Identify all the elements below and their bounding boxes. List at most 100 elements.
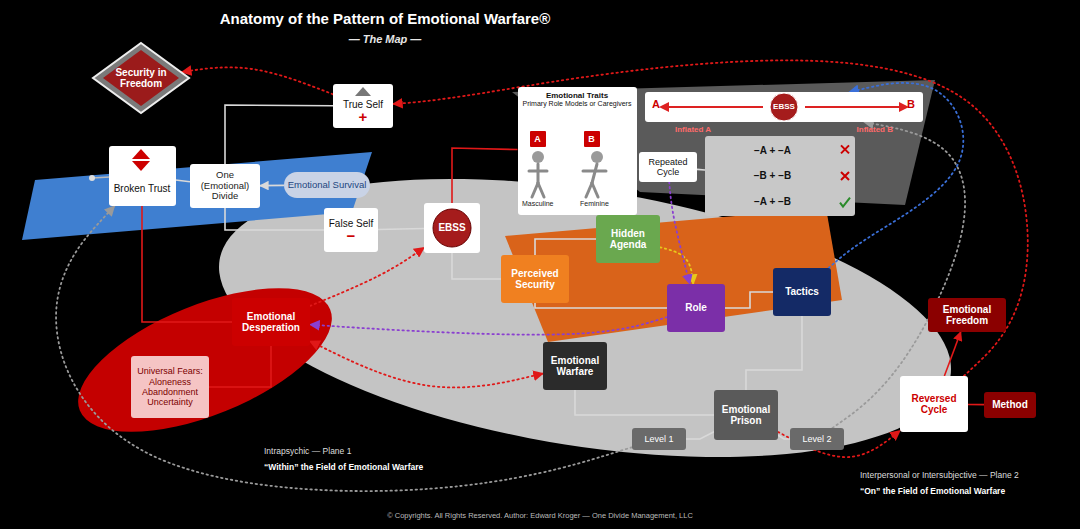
fears-box: Universal Fears:Aloneness Abandonment Un…: [131, 356, 209, 418]
map-label: “Within” the Field of Emotional Warfare: [262, 462, 425, 472]
connector: [310, 317, 667, 335]
node-text: Aloneness Abandonment Uncertainty: [134, 377, 206, 408]
connector: [452, 148, 518, 203]
map-label: A: [652, 98, 660, 110]
self-box: True Self+: [333, 84, 393, 128]
connector: [697, 169, 705, 171]
figs-stroke: [536, 164, 539, 183]
map-label: Masculine: [522, 200, 554, 207]
node-text: Inflated A: [675, 125, 711, 134]
strip-stroke: [659, 102, 669, 112]
connector: [182, 67, 333, 94]
node-text: Hidden Agenda: [599, 228, 657, 251]
circle-stroke: [770, 93, 798, 121]
figs-stroke: [592, 164, 597, 183]
connector: [310, 341, 543, 387]
divide-box: One (Emotional) Divide: [190, 164, 260, 208]
survival-pill: Emotional Survival: [284, 172, 370, 198]
map-label: Interpersonal or Intersubjective — Plane…: [858, 470, 1021, 480]
node-text: Repeated Cycle: [642, 157, 694, 178]
map-label: “On” the Field of Emotional Warfare: [858, 486, 1007, 496]
divide-plane: [22, 152, 372, 240]
node-text: −A + −A: [754, 145, 791, 157]
dtri-stroke: [132, 149, 150, 159]
tri-stroke: [355, 87, 371, 96]
warfare-box: Emotional Warfare: [543, 342, 607, 390]
connector: [209, 346, 271, 387]
figs-stroke: [586, 183, 592, 197]
figs-stroke: [591, 151, 603, 163]
trait-box: B: [584, 131, 600, 147]
node-text: EBSS: [773, 102, 795, 111]
level-box: Level 2: [790, 428, 844, 450]
connector: [310, 248, 424, 306]
lead-dot: [89, 175, 95, 181]
grid-stroke: [841, 172, 849, 180]
map-label: B: [907, 98, 915, 110]
connector: [225, 208, 324, 230]
connector: [968, 404, 984, 406]
self-box: False Self−: [324, 208, 378, 252]
goal-diamond: Security in Freedom: [92, 42, 190, 114]
node-text: Emotional Traits: [546, 91, 608, 100]
connector: [176, 180, 191, 182]
node-text: False Self: [329, 218, 373, 230]
traits-panel: Emotional TraitsPrimary Role Models or C…: [518, 87, 637, 215]
figure: [529, 151, 547, 197]
dtri-stroke: [132, 161, 150, 171]
map-label: — The Map —: [349, 33, 422, 45]
node-text: Role: [685, 302, 707, 314]
connector: [142, 206, 232, 322]
node-text: Level 1: [644, 434, 673, 444]
level-box: Level 1: [632, 428, 686, 450]
connector: [660, 247, 693, 284]
node-text: Method: [992, 399, 1028, 411]
grid-stroke: [841, 145, 849, 153]
core-box: EBSS: [424, 203, 480, 253]
node-text: −A + −B: [754, 196, 791, 208]
strip-stroke: [805, 106, 901, 108]
diagram-title: Anatomy of the Pattern of Emotional Warf…: [220, 10, 551, 27]
node-text: Broken Trust: [114, 183, 171, 195]
desperation-box: Emotional Desperation: [232, 298, 310, 346]
figs-stroke: [529, 170, 547, 173]
node-text: True Self: [343, 99, 383, 111]
trait-box: A: [530, 131, 546, 147]
connector: [669, 182, 690, 284]
combination-grid: −A + −A−B + −B−A + −B: [705, 136, 855, 216]
connector: [225, 105, 333, 164]
grid-stroke: [840, 198, 850, 207]
node-text: Level 2: [802, 434, 831, 444]
node-text: Universal Fears:: [137, 366, 203, 376]
figure: [583, 151, 606, 197]
prison-box: Emotional Prison: [714, 390, 778, 440]
strip-stroke: [667, 106, 763, 108]
map-label: Intrapsychic — Plane 1: [262, 446, 353, 456]
reversed-box: Reversed Cycle: [900, 376, 968, 432]
figs-stroke: [538, 183, 544, 197]
node-text: A: [534, 134, 541, 144]
connector: [575, 390, 714, 415]
trust-box: Broken Trust: [109, 146, 176, 206]
connector: [944, 332, 960, 376]
inflation-strip: Inflated AInflated BEBSS: [645, 92, 923, 122]
node-text: Tactics: [785, 286, 819, 298]
node-text: Emotional Warfare: [546, 355, 604, 378]
node-text: Emotional Survival: [288, 180, 367, 191]
tactics-box: Tactics: [773, 268, 831, 316]
node-text: Emotional Prison: [717, 404, 775, 427]
node-text: Emotional Freedom: [931, 304, 1003, 327]
node-text: Primary Role Models or Caregivers: [523, 100, 632, 108]
method-box: Method: [984, 392, 1036, 418]
connector: [452, 253, 501, 279]
map-label: Feminine: [580, 200, 609, 207]
connector: [725, 292, 773, 308]
connector: [746, 316, 802, 390]
connector: [686, 432, 714, 439]
agenda-box: Hidden Agenda: [596, 215, 660, 263]
role-box: Role: [667, 284, 725, 332]
desperation-ellipse: [59, 258, 351, 461]
figs-stroke: [583, 170, 606, 173]
agenda-plane: [505, 208, 842, 342]
